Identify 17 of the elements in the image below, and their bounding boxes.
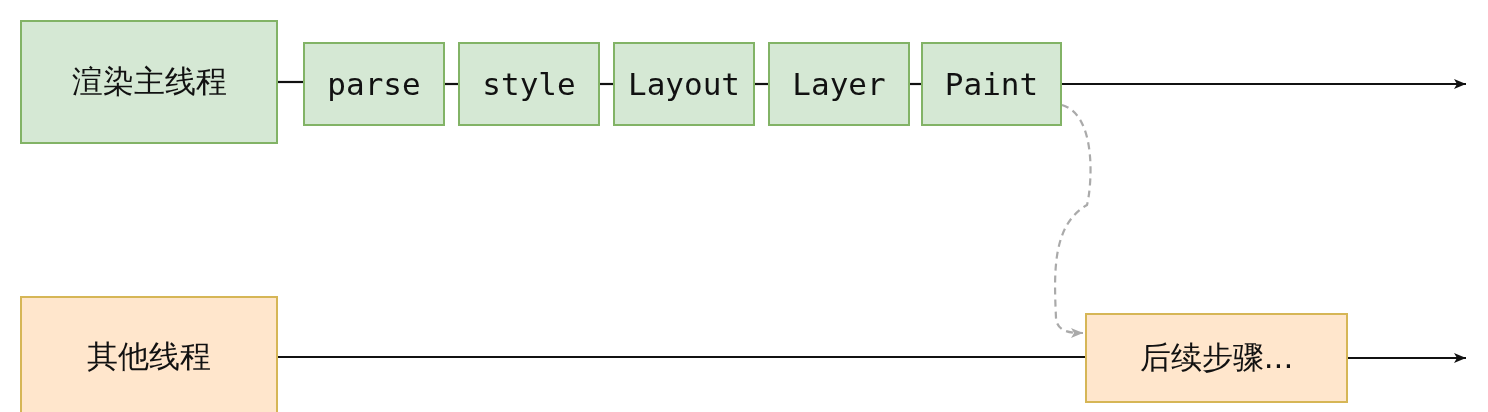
connector-line [755,82,768,86]
arrow [1062,79,1466,89]
step-box: parse [303,42,445,126]
connector-line [278,80,303,84]
arrow [1348,353,1466,363]
connector-line [445,82,458,86]
connector-line [278,355,1085,359]
step-box: style [458,42,600,126]
step-box: Layout [613,42,755,126]
connector-line [910,82,921,86]
connector-line [600,82,613,86]
dashed-arrow [1054,104,1092,338]
step-box: Paint [921,42,1062,126]
thread-label-box: 其他线程 [20,296,278,412]
step-box: 后续步骤... [1085,313,1348,403]
step-box: Layer [768,42,910,126]
thread-label-box: 渲染主线程 [20,20,278,144]
